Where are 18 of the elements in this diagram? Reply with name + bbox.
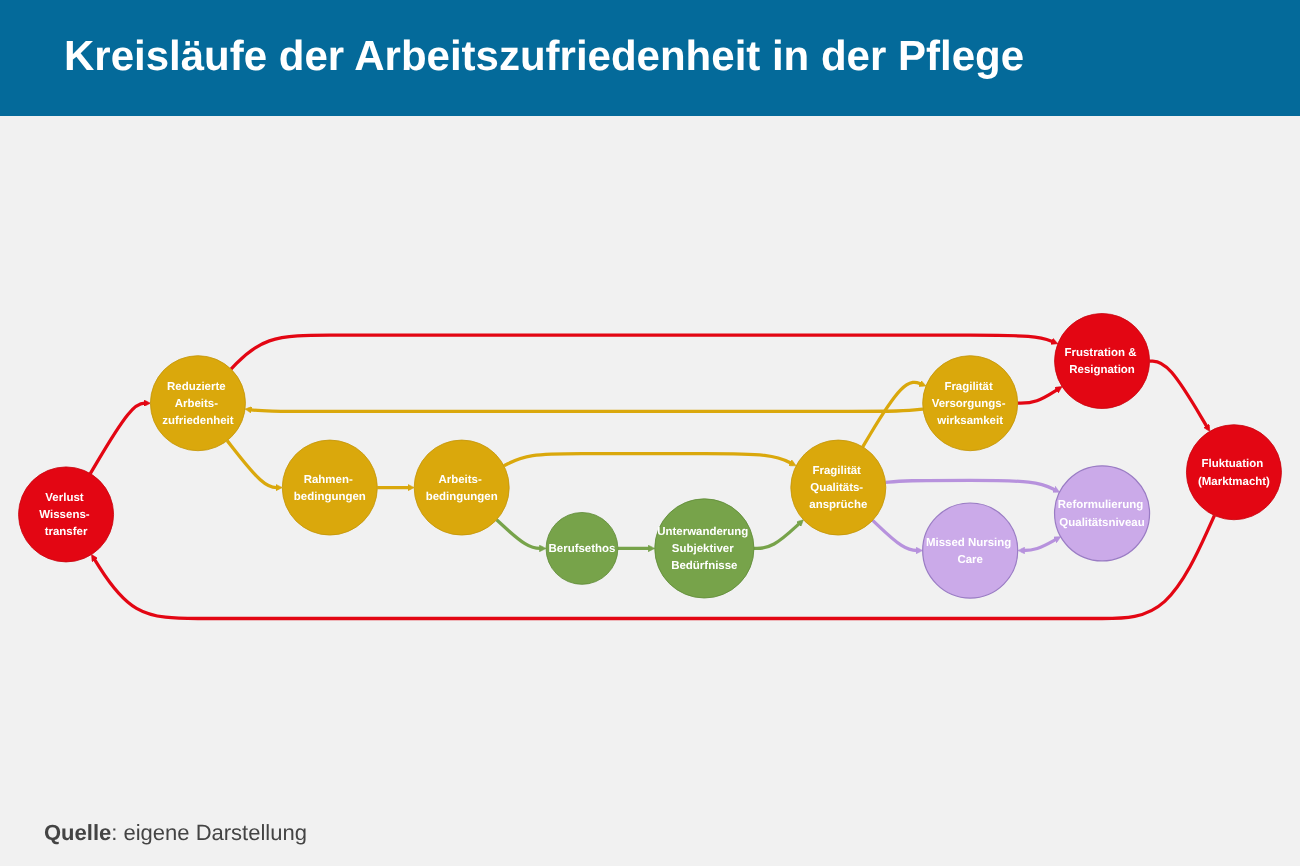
arrow	[503, 451, 797, 468]
arrow	[229, 333, 1059, 371]
arrow	[225, 439, 283, 492]
arrow	[88, 399, 151, 475]
arrow	[1149, 359, 1211, 432]
arrow	[377, 483, 415, 492]
caption: Quelle: eigene Darstellung	[44, 820, 307, 848]
arrow	[871, 519, 923, 555]
arrow	[617, 544, 656, 552]
arrow	[861, 380, 927, 448]
arrow	[1017, 536, 1061, 555]
arrow	[885, 478, 1060, 493]
arrow	[495, 518, 547, 552]
arrow	[1017, 386, 1063, 405]
arrow	[244, 406, 924, 414]
title: Kreisläufe der Arbeitszufriedenheit in der Pflege	[0, 0, 1300, 116]
arrow	[753, 519, 804, 551]
arrow	[91, 514, 1216, 621]
